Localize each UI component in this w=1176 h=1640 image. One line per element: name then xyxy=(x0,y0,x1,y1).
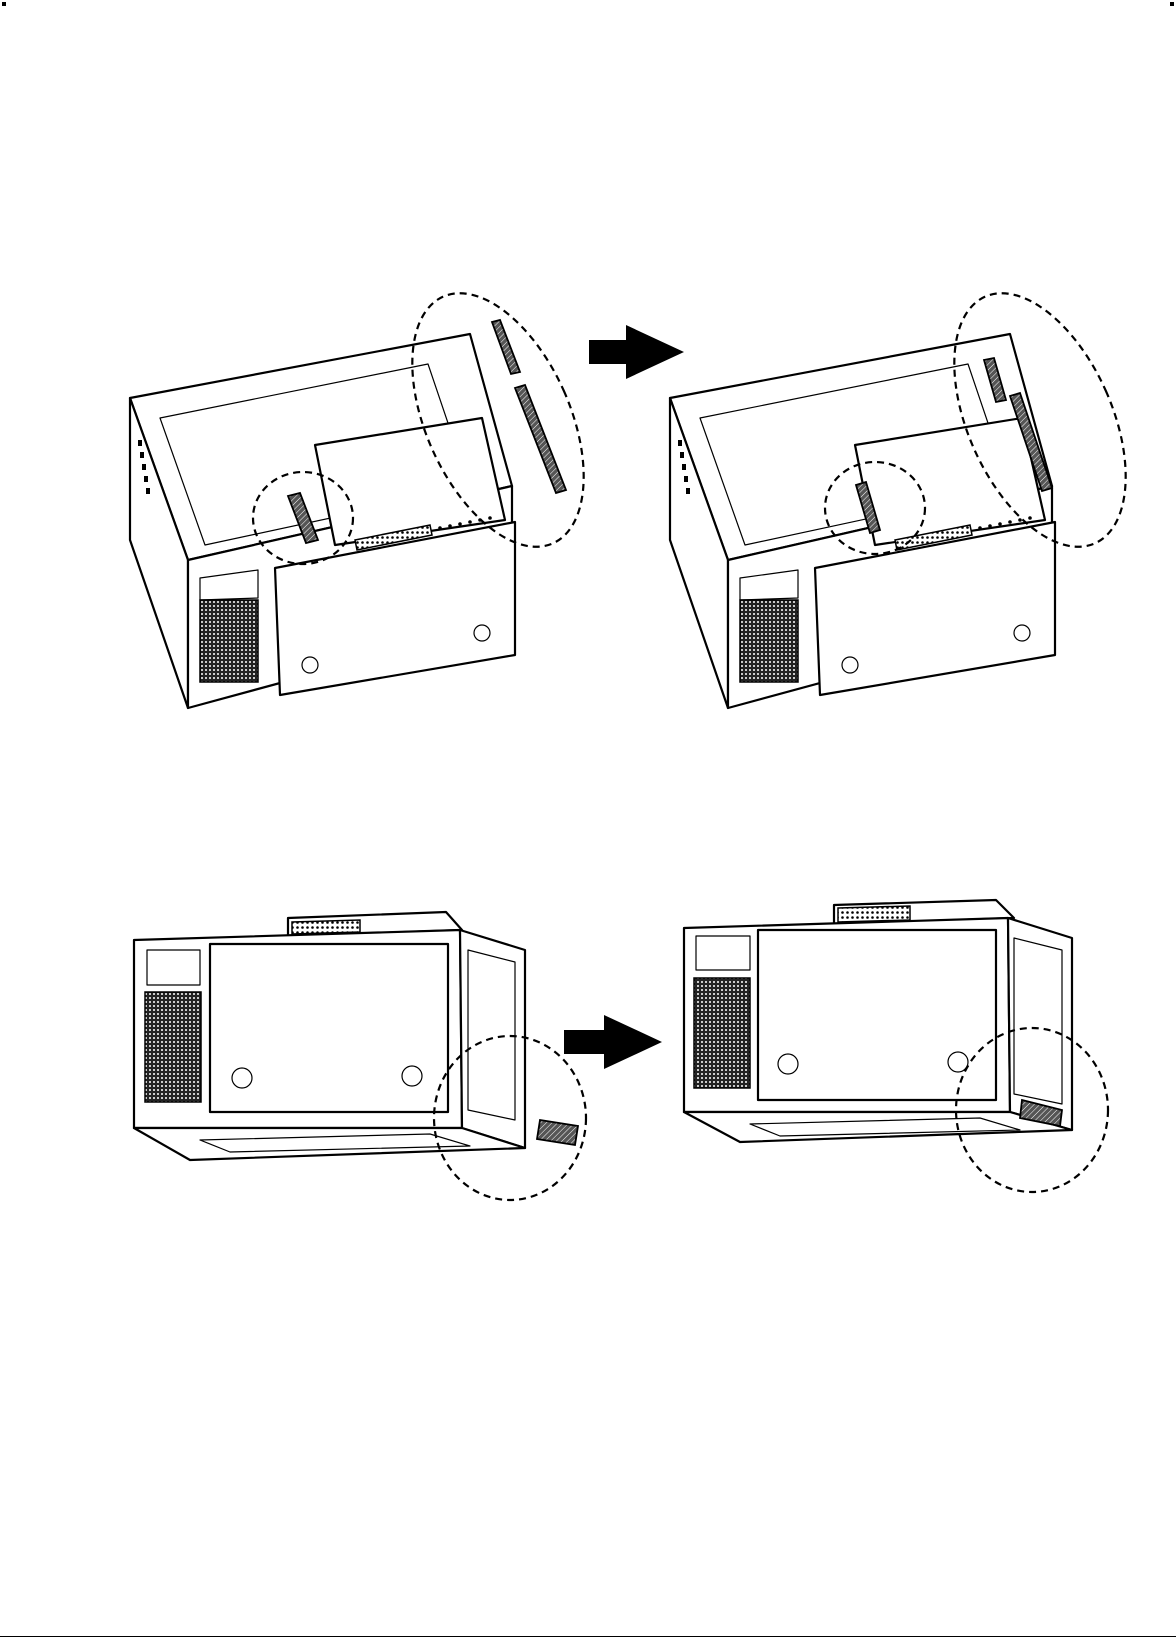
top-after-panel xyxy=(670,267,1161,708)
top-vent xyxy=(292,920,360,934)
spacer-pad-long xyxy=(515,385,566,493)
rear-grille xyxy=(740,600,798,682)
right-arrow-icon xyxy=(589,325,684,379)
top-vent xyxy=(838,906,910,922)
rear-grille xyxy=(145,992,201,1102)
bottom-before-panel xyxy=(134,912,586,1200)
spacer-pad-upper xyxy=(492,320,520,374)
oven-base xyxy=(134,1128,525,1160)
rear-grille xyxy=(694,978,750,1088)
spacer-pad-bottom xyxy=(537,1120,578,1145)
rear-grille xyxy=(200,600,258,682)
right-arrow-icon xyxy=(564,1015,662,1069)
top-before-panel xyxy=(130,267,619,708)
mount-plate xyxy=(758,930,996,1100)
bottom-after-panel xyxy=(684,900,1108,1192)
oven-base xyxy=(684,1112,1072,1142)
